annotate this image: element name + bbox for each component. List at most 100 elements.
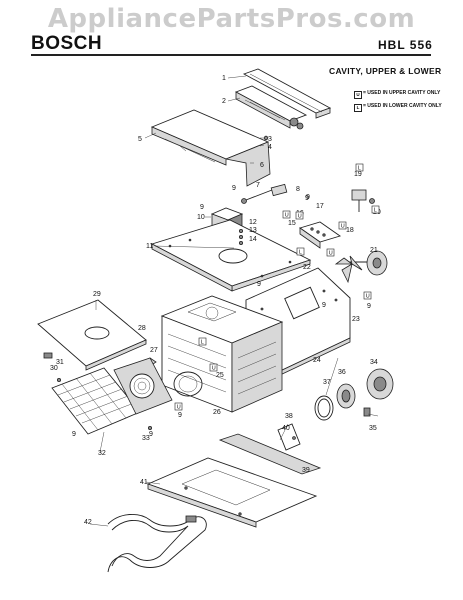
usage-marker-u: U <box>209 363 218 372</box>
part-fan-motor <box>334 250 388 284</box>
svg-text:L: L <box>358 166 361 172</box>
part-top-wrap <box>150 109 271 187</box>
callout-36: 36 <box>338 369 346 376</box>
callout-15: 15 <box>288 220 296 227</box>
callout-22: 22 <box>303 264 311 271</box>
callout-34: 34 <box>370 359 378 366</box>
callout-9: 9 <box>322 302 326 309</box>
part-sensor-stack <box>238 228 243 245</box>
svg-text:L: L <box>299 250 302 256</box>
svg-text:L: L <box>374 208 377 214</box>
part-element-housing <box>234 85 308 130</box>
callout-7: 7 <box>256 182 260 189</box>
callout-8: 8 <box>296 186 300 193</box>
legend-lower-code: L <box>354 104 362 112</box>
part-top-rail <box>242 68 332 119</box>
callout-27: 27 <box>150 347 158 354</box>
callout-32: 32 <box>98 450 106 457</box>
usage-marker-u: U <box>338 221 347 230</box>
usage-marker-u: U <box>174 402 183 411</box>
callout-9: 9 <box>306 194 310 201</box>
callout-11: 11 <box>146 243 153 250</box>
usage-marker-u: U <box>363 291 372 300</box>
part-oven-rack <box>51 367 141 435</box>
callout-33: 33 <box>142 435 150 442</box>
svg-text:U: U <box>329 251 333 257</box>
usage-markers: L L U U U L U U L U U <box>174 163 380 411</box>
callout-41: 41 <box>140 479 148 486</box>
svg-text:L: L <box>201 340 204 346</box>
callout-21: 21 <box>370 247 378 254</box>
part-thermostat <box>241 183 288 204</box>
callout-40: 40 <box>282 425 290 432</box>
model-number: HBL 556 <box>378 38 433 52</box>
part-bottom-panel <box>146 457 318 528</box>
callout-6: 6 <box>260 162 264 169</box>
usage-marker-l: L <box>355 163 364 172</box>
callout-9: 9 <box>305 195 309 202</box>
callout-4: 4 <box>268 144 272 151</box>
callout-9: 9 <box>257 281 261 288</box>
svg-text:U: U <box>366 294 370 300</box>
svg-text:U: U <box>285 213 289 219</box>
legend-upper-text: = USED IN UPPER CAVITY ONLY <box>363 90 441 96</box>
callout-9: 9 <box>232 185 236 192</box>
callout-42: 42 <box>84 519 92 526</box>
svg-text:U: U <box>212 366 216 372</box>
part-bake-element <box>107 514 207 573</box>
callout-17: 17 <box>316 203 324 210</box>
brand-logo: BOSCH <box>31 33 103 54</box>
usage-marker-l: L <box>371 205 380 214</box>
svg-text:U: U <box>298 214 302 220</box>
callout-31: 31 <box>56 359 64 366</box>
section-title: CAVITY, UPPER & LOWER <box>329 66 442 76</box>
callout-9: 9 <box>72 431 76 438</box>
callout-24: 24 <box>313 357 321 364</box>
callout-3: 3 <box>268 136 272 143</box>
callout-9: 9 <box>178 412 182 419</box>
callout-29: 29 <box>93 291 101 298</box>
callout-14: 14 <box>249 236 257 243</box>
callout-26: 26 <box>213 409 221 416</box>
callout-10: 10 <box>197 214 205 221</box>
part-convection-fan-assembly <box>314 368 394 421</box>
usage-marker-u: U <box>295 211 304 220</box>
callout-12: 12 <box>249 219 257 226</box>
callout-28: 28 <box>138 325 146 332</box>
callout-9: 9 <box>367 303 371 310</box>
watermark: AppliancePartsPros.com <box>47 4 416 34</box>
legend-lower-text: = USED IN LOWER CAVITY ONLY <box>363 103 442 109</box>
callout-19: 19 <box>354 171 362 178</box>
callout-9: 9 <box>200 204 204 211</box>
legend-upper-code: U <box>354 91 362 99</box>
callout-2: 2 <box>222 98 226 105</box>
callout-18: 18 <box>346 227 354 234</box>
legend-upper: U= USED IN UPPER CAVITY ONLY <box>354 90 441 99</box>
usage-marker-u: U <box>282 210 291 219</box>
callout-23: 23 <box>352 316 360 323</box>
callout-39: 39 <box>302 467 310 474</box>
callout-1: 1 <box>222 75 226 82</box>
part-oven-cavity <box>160 295 284 413</box>
callout-38: 38 <box>285 413 293 420</box>
callout-37: 37 <box>323 379 331 386</box>
part-door-latch <box>351 189 375 212</box>
part-bottom-rails <box>218 423 322 475</box>
usage-marker-l: L <box>198 337 207 346</box>
svg-text:U: U <box>177 405 181 411</box>
usage-marker-u: U <box>326 248 335 257</box>
callout-25: 25 <box>216 372 224 379</box>
callout-35: 35 <box>369 425 377 432</box>
callout-9: 9 <box>149 431 153 438</box>
part-small-clips <box>43 352 62 382</box>
part-top-plate <box>150 219 312 292</box>
leader-lines <box>89 75 379 527</box>
legend-lower: L= USED IN LOWER CAVITY ONLY <box>354 103 442 112</box>
svg-text:U: U <box>341 224 345 230</box>
part-terminal-block <box>298 221 342 249</box>
part-insulation-sheet <box>37 299 147 371</box>
callout-13: 13 <box>249 227 257 234</box>
part-convection-cover <box>113 357 173 430</box>
